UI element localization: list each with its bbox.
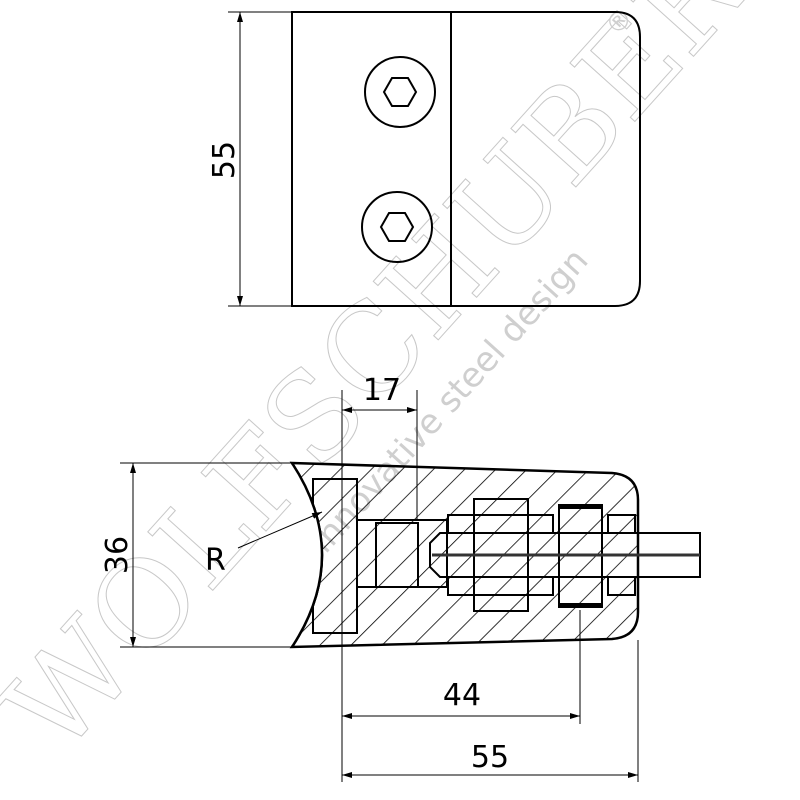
- section-view: 36 17 44 55 R: [100, 373, 701, 782]
- top-height-dim: 55: [207, 141, 242, 179]
- nut: [375, 522, 419, 588]
- screw-top-icon: [364, 56, 436, 128]
- top-view: 55: [207, 11, 641, 307]
- clamp-outline: [291, 11, 641, 307]
- total-length-dim: 55: [471, 740, 509, 775]
- inner-length-dim: 44: [443, 678, 481, 713]
- glass-panel: [429, 532, 701, 578]
- radius-leader: [237, 511, 323, 549]
- radius-arc: [290, 462, 324, 648]
- radius-label: R: [205, 543, 226, 578]
- depth-dim: 17: [363, 373, 401, 408]
- section-height-dim: 36: [100, 536, 135, 574]
- screw-bottom-icon: [361, 191, 433, 263]
